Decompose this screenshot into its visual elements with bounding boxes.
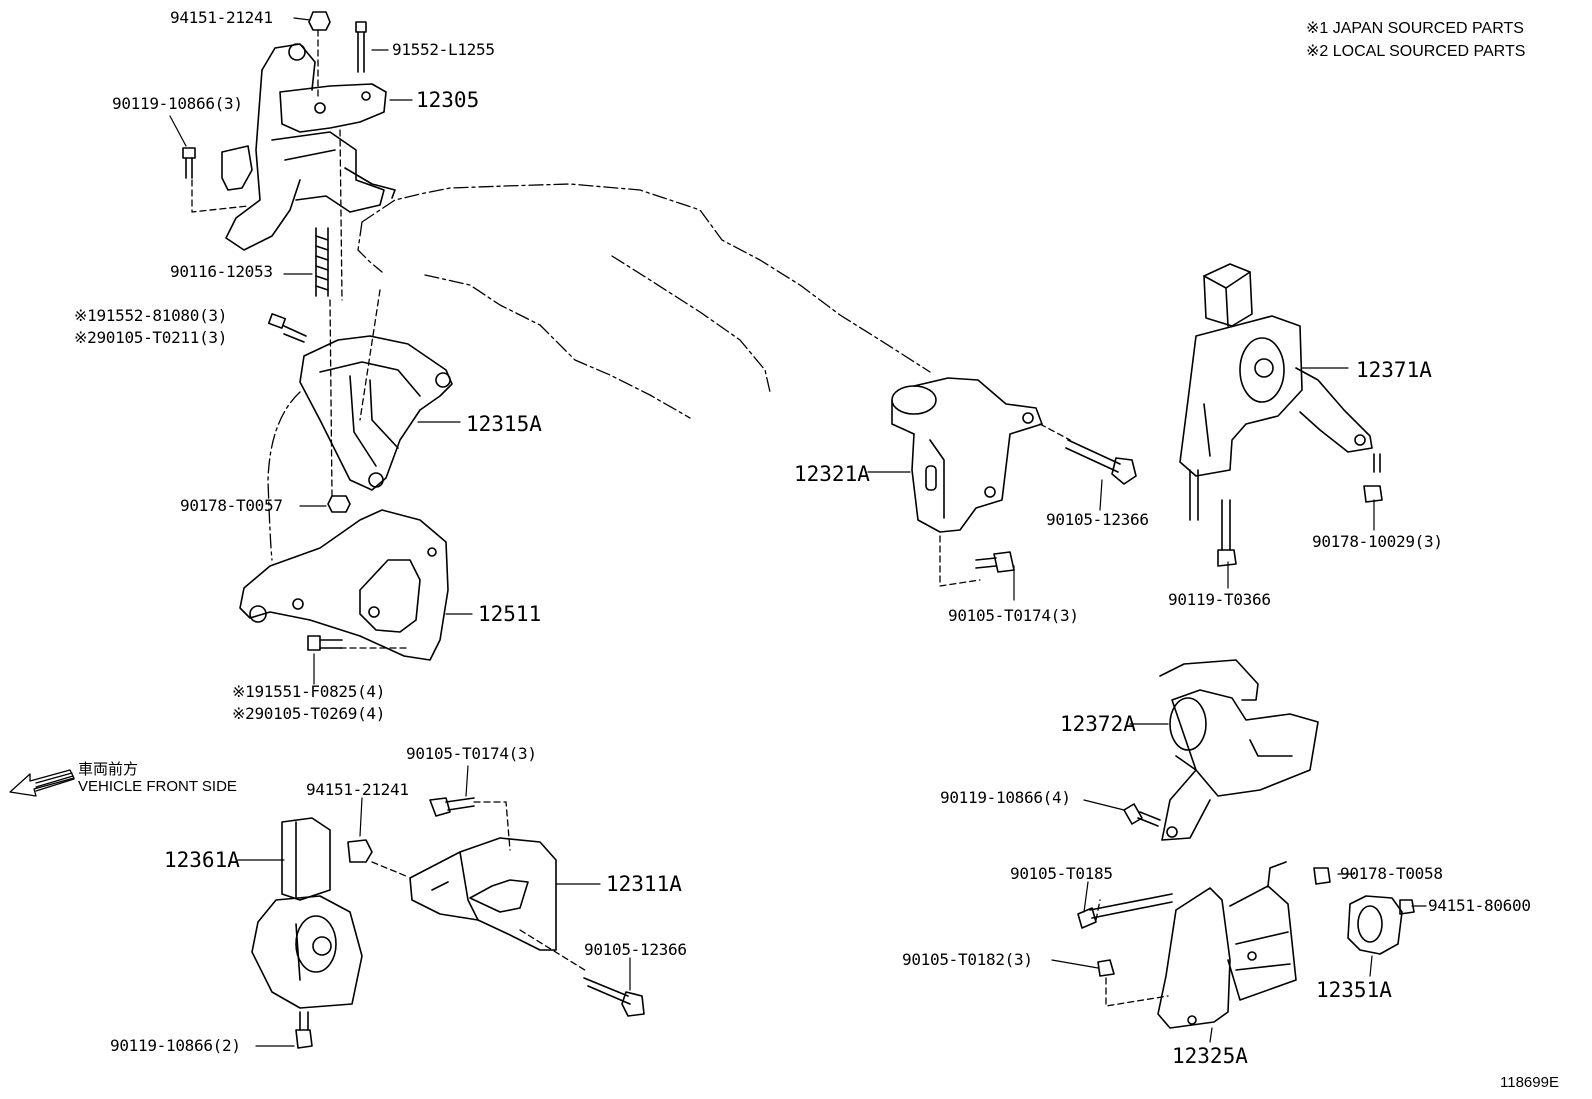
part-label-12325A[interactable]: 12325A bbox=[1172, 1044, 1248, 1068]
bracket-12511 bbox=[239, 509, 449, 661]
part-label-12351A[interactable]: 12351A bbox=[1316, 978, 1392, 1002]
part-label-90105-T0174-3-right[interactable]: 90105-T0174(3) bbox=[948, 606, 1079, 625]
part-label-191551-F0825[interactable]: ※191551-F0825(4) bbox=[232, 682, 386, 701]
part-label-90116-12053[interactable]: 90116-12053 bbox=[170, 262, 273, 281]
leader-lines bbox=[169, 17, 1427, 1047]
bushing-12351A bbox=[1347, 895, 1403, 955]
bolts-12321A bbox=[975, 439, 1137, 573]
direction-label-jp: 車両前方 bbox=[78, 761, 139, 778]
mount-12361A bbox=[251, 817, 363, 1009]
part-label-90178-10029[interactable]: 90178-10029(3) bbox=[1312, 532, 1443, 551]
part-label-91552-L1255[interactable]: 91552-L1255 bbox=[392, 40, 495, 59]
bolts-12305 bbox=[182, 11, 367, 297]
engine-mount-12305 bbox=[221, 43, 396, 251]
mount-12371A bbox=[1179, 263, 1373, 477]
part-label-90105-12366-left[interactable]: 90105-12366 bbox=[584, 940, 687, 959]
note-japan-sourced: ※1 JAPAN SOURCED PARTS bbox=[1306, 20, 1524, 37]
part-label-90178-T0057[interactable]: 90178-T0057 bbox=[180, 496, 283, 515]
bolts-12315A bbox=[267, 313, 351, 513]
part-label-90105-T0185[interactable]: 90105-T0185 bbox=[1010, 864, 1113, 883]
mount-12372A bbox=[1159, 659, 1319, 841]
part-label-12321A[interactable]: 12321A bbox=[794, 462, 870, 486]
part-label-12372A[interactable]: 12372A bbox=[1060, 712, 1136, 736]
vehicle-front-arrow-icon bbox=[9, 769, 75, 797]
part-label-12361A[interactable]: 12361A bbox=[164, 848, 240, 872]
part-label-94151-21241-mid[interactable]: 94151-21241 bbox=[306, 780, 409, 799]
bolts-12311A bbox=[429, 797, 645, 1017]
bracket-12311A bbox=[409, 837, 557, 951]
part-label-90119-10866-3[interactable]: 90119-10866(3) bbox=[112, 94, 243, 113]
part-label-12371A[interactable]: 12371A bbox=[1356, 358, 1432, 382]
direction-label-en: VEHICLE FRONT SIDE bbox=[78, 778, 237, 795]
part-label-90119-T0366[interactable]: 90119-T0366 bbox=[1168, 590, 1271, 609]
part-label-90119-10866-4[interactable]: 90119-10866(4) bbox=[940, 788, 1071, 807]
bolts-12371A bbox=[1189, 453, 1383, 567]
part-label-90119-10866-2[interactable]: 90119-10866(2) bbox=[110, 1036, 241, 1055]
part-label-12315A[interactable]: 12315A bbox=[466, 412, 542, 436]
engine-outline bbox=[267, 183, 931, 561]
figure-id: 118699E bbox=[1500, 1074, 1559, 1091]
part-label-90178-T0058[interactable]: 90178-T0058 bbox=[1340, 864, 1443, 883]
part-label-12311A[interactable]: 12311A bbox=[606, 872, 682, 896]
mount-12325A bbox=[1157, 861, 1297, 1029]
bracket-12315A bbox=[299, 335, 453, 491]
mount-12321A bbox=[891, 377, 1043, 533]
bolt-12511 bbox=[307, 635, 343, 651]
part-label-191552-81080[interactable]: ※191552-81080(3) bbox=[74, 306, 228, 325]
note-local-sourced: ※2 LOCAL SOURCED PARTS bbox=[1306, 43, 1526, 60]
part-label-12305[interactable]: 12305 bbox=[416, 88, 480, 112]
part-label-90105-12366-right[interactable]: 90105-12366 bbox=[1046, 510, 1149, 529]
part-label-290105-T0211[interactable]: ※290105-T0211(3) bbox=[74, 328, 228, 347]
part-label-290105-T0269[interactable]: ※290105-T0269(4) bbox=[232, 704, 386, 723]
bolts-12361A bbox=[295, 839, 373, 1049]
part-label-94151-80600[interactable]: 94151-80600 bbox=[1428, 896, 1531, 915]
part-label-12511[interactable]: 12511 bbox=[478, 602, 542, 626]
bolts-12325A bbox=[1077, 867, 1415, 977]
part-label-94151-21241[interactable]: 94151-21241 bbox=[170, 8, 273, 27]
bolt-12372A bbox=[1123, 803, 1161, 827]
dashed-connections bbox=[191, 29, 1169, 1007]
part-label-90105-T0174-3-left[interactable]: 90105-T0174(3) bbox=[406, 744, 537, 763]
part-label-90105-T0182-3[interactable]: 90105-T0182(3) bbox=[902, 950, 1033, 969]
